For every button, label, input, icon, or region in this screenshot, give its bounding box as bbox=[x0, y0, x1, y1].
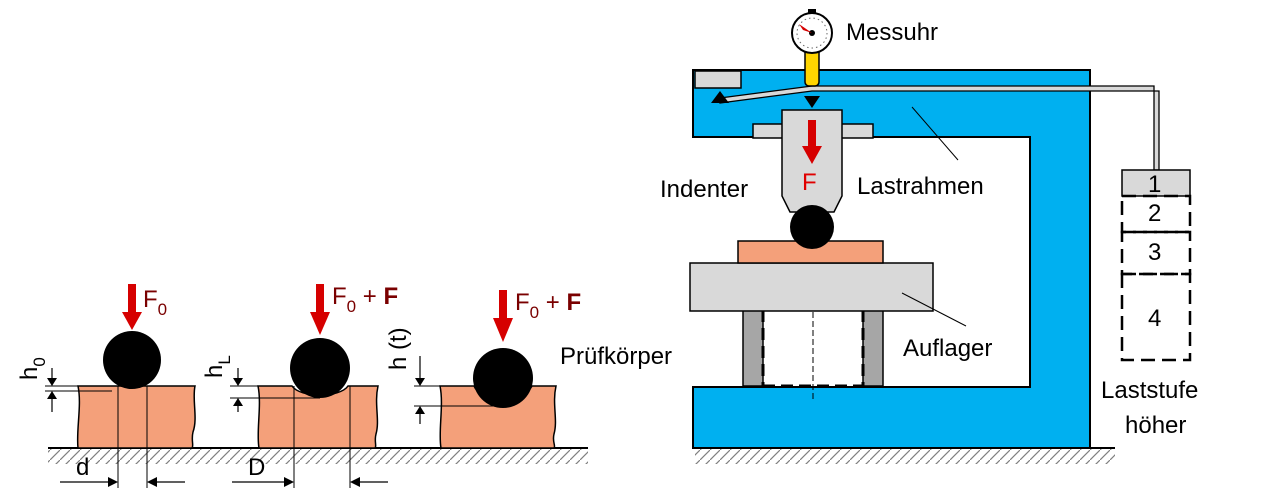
h-arrow-2a bbox=[233, 378, 243, 386]
frame-label: Lastrahmen bbox=[857, 173, 984, 200]
pivot-triangle bbox=[711, 91, 729, 103]
weight-1 bbox=[1121, 169, 1191, 197]
machine-ground-hatch bbox=[695, 448, 1115, 464]
d-arrow-2a bbox=[284, 477, 294, 487]
weight-label-1: 1 bbox=[1148, 171, 1161, 198]
h-arrow-1b bbox=[47, 391, 57, 399]
support-leader bbox=[901, 292, 967, 327]
weight-label-2: 2 bbox=[1148, 200, 1161, 227]
weights-label-line1: Laststufe bbox=[1101, 377, 1198, 404]
stage-1: F0 h0 d bbox=[16, 284, 196, 488]
pivot-block bbox=[694, 70, 742, 89]
height-label-3: h (t) bbox=[385, 327, 412, 370]
support-post-left bbox=[742, 309, 764, 387]
indentation-stages: F0 h0 d bbox=[16, 283, 588, 488]
indenter-ball-2 bbox=[290, 338, 350, 398]
support-plate bbox=[689, 262, 934, 312]
weight-label-4: 4 bbox=[1148, 305, 1161, 332]
force-arrow-icon bbox=[310, 284, 330, 335]
testing-machine: F Messuhr Indenter Lastrahmen Prüfkörper… bbox=[560, 9, 1198, 464]
force-label-1: F0 bbox=[143, 286, 167, 319]
stage-2: F0 + F hL D bbox=[201, 283, 398, 488]
specimen-label: Prüfkörper bbox=[560, 343, 672, 370]
support-post-right bbox=[862, 309, 884, 387]
diameter-label-1: d bbox=[76, 454, 89, 481]
indenter-ball-1 bbox=[103, 331, 161, 389]
dial-gauge-icon bbox=[791, 9, 833, 108]
support-dashed-box bbox=[761, 310, 865, 388]
height-label-1: h0 bbox=[16, 357, 49, 380]
weights-label-line2: höher bbox=[1125, 412, 1186, 439]
dial-gauge-label: Messuhr bbox=[846, 19, 938, 46]
force-label-3: F0 + F bbox=[515, 289, 581, 322]
indenter-force-label: F bbox=[802, 169, 817, 196]
force-label-2: F0 + F bbox=[332, 283, 398, 316]
indenter-ball-3 bbox=[473, 348, 533, 408]
ground-hatch bbox=[48, 448, 588, 464]
force-arrow-icon bbox=[493, 290, 513, 342]
d-arrow-1a bbox=[108, 477, 118, 487]
force-arrow-icon bbox=[802, 120, 822, 164]
support-label: Auflager bbox=[903, 335, 992, 362]
specimen-block-1 bbox=[76, 385, 196, 449]
height-label-2: hL bbox=[201, 355, 234, 378]
h-arrow-1a bbox=[47, 378, 57, 386]
d-arrow-2b bbox=[350, 477, 360, 487]
frame-leader bbox=[911, 106, 959, 161]
indenter-label: Indenter bbox=[660, 176, 748, 203]
weight-4 bbox=[1120, 272, 1192, 362]
h-arrow-3b bbox=[415, 406, 425, 414]
weight-label-3: 3 bbox=[1148, 239, 1161, 266]
h-arrow-3a bbox=[415, 378, 425, 386]
stage-3: F0 + F h (t) bbox=[385, 289, 581, 449]
weight-3 bbox=[1120, 230, 1192, 276]
weight-stack: 1 2 3 4 bbox=[1120, 169, 1192, 362]
h-arrow-2b bbox=[233, 398, 243, 406]
force-arrow-icon bbox=[122, 284, 142, 330]
diameter-label-2: D bbox=[248, 454, 265, 481]
indenter-ball bbox=[790, 205, 834, 249]
d-arrow-1b bbox=[147, 477, 157, 487]
